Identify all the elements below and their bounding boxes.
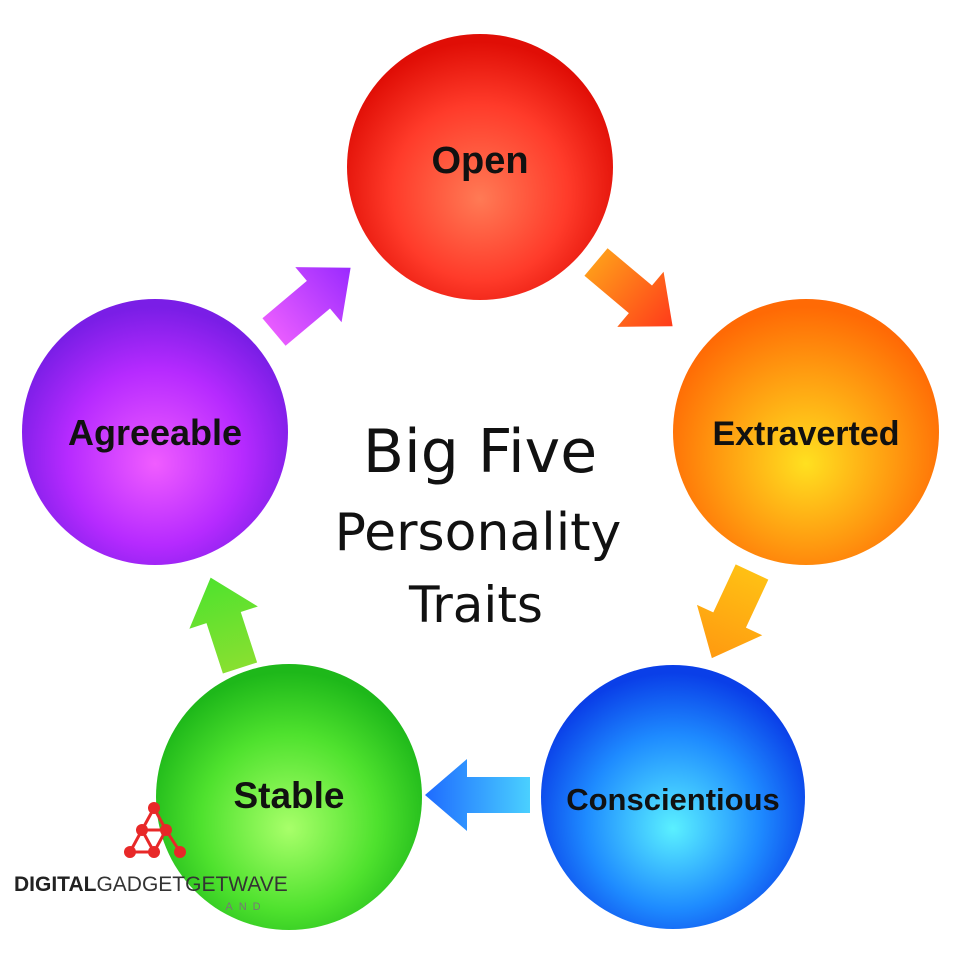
title-line-1: Big Five <box>363 417 597 487</box>
watermark-logo-icon <box>124 802 186 858</box>
trait-label-extraverted: Extraverted <box>712 415 899 453</box>
diagram-title: Big Five Personality Traits <box>335 417 622 634</box>
title-line-3: Traits <box>408 576 543 634</box>
watermark: DIGITALGADGETGETWAVE AND <box>14 802 288 913</box>
trait-node-agreeable: Agreeable <box>22 299 288 565</box>
trait-node-conscientious: Conscientious <box>541 665 805 929</box>
arrow-conscientious-to-stable <box>425 759 530 831</box>
trait-circle-extraverted <box>673 299 939 565</box>
watermark-brand: DIGITALGADGETGETWAVE <box>14 873 288 896</box>
trait-circle-open <box>347 34 613 300</box>
trait-label-conscientious: Conscientious <box>566 782 780 817</box>
trait-circle-agreeable <box>22 299 288 565</box>
arrow-stable-to-agreeable <box>189 577 258 674</box>
trait-node-stable: Stable <box>156 664 422 930</box>
trait-circle-conscientious <box>541 665 805 929</box>
arrows <box>189 248 769 831</box>
trait-circle-stable <box>156 664 422 930</box>
title-line-2: Personality <box>335 503 622 563</box>
trait-node-extraverted: Extraverted <box>673 299 939 565</box>
arrow-agreeable-to-open <box>262 267 351 346</box>
trait-label-open: Open <box>431 140 528 182</box>
trait-label-agreeable: Agreeable <box>68 412 242 453</box>
trait-node-open: Open <box>347 34 613 300</box>
watermark-brand-rest: GADGETGETWAVE <box>96 873 287 896</box>
arrow-open-to-extraverted <box>584 248 673 327</box>
trait-label-stable: Stable <box>233 775 344 816</box>
watermark-sub: AND <box>225 901 266 913</box>
watermark-brand-bold: DIGITAL <box>14 873 97 896</box>
arrow-extraverted-to-conscientious <box>696 564 769 659</box>
